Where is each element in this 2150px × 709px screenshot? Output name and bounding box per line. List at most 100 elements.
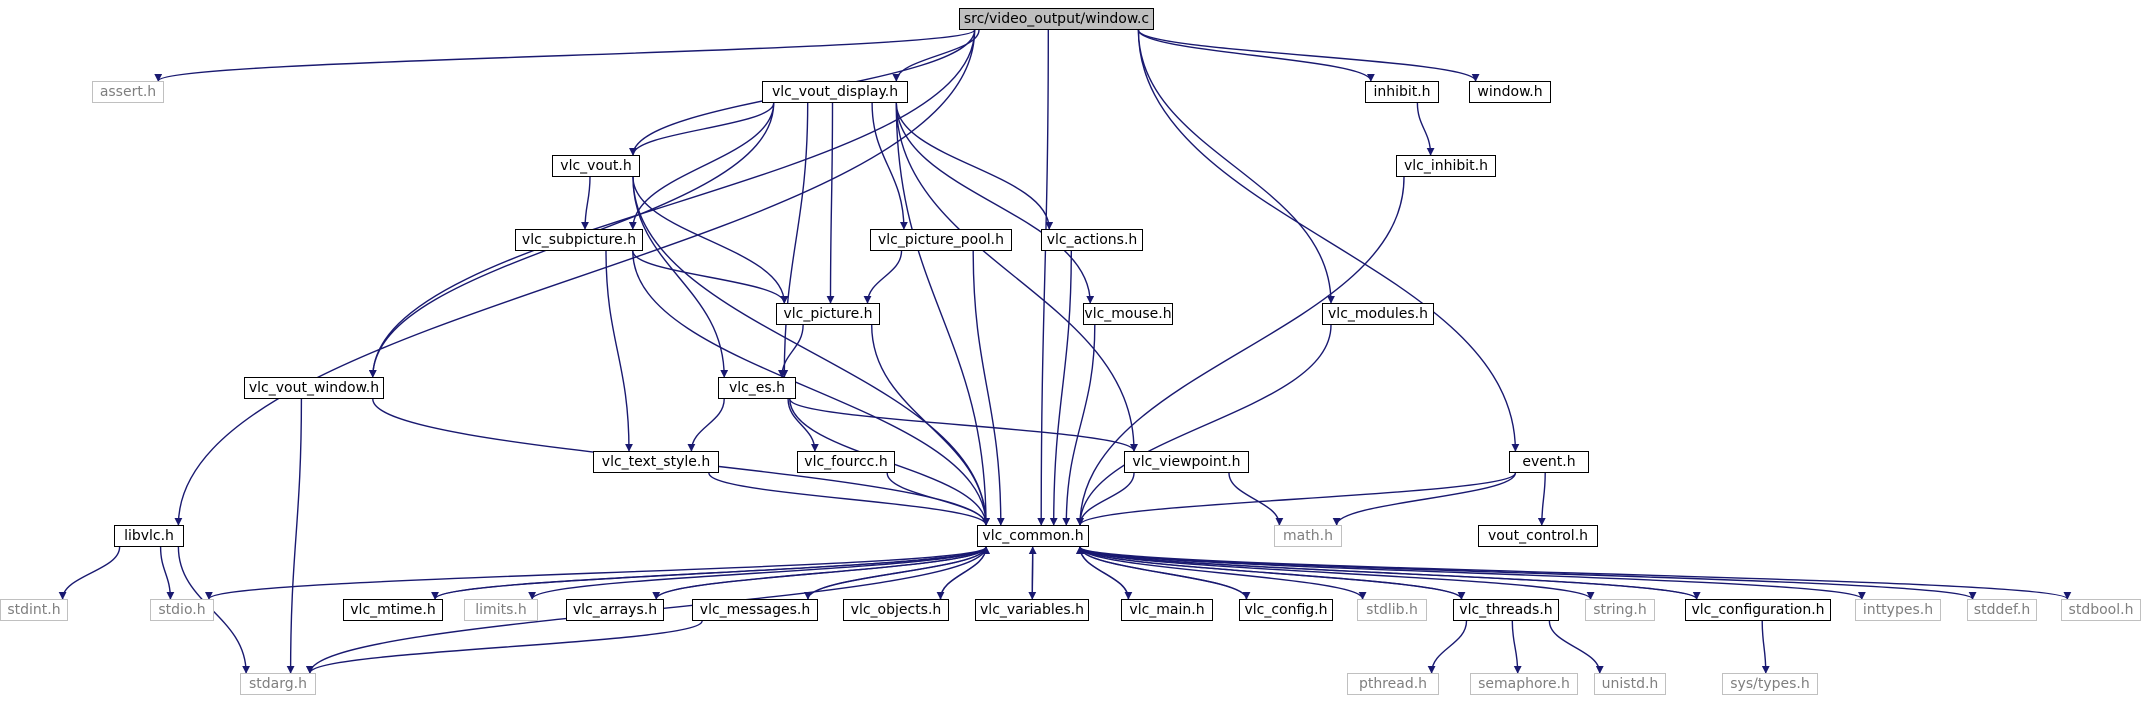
edge-vlc-vout-display-to-vlc-viewpoint [895, 102, 1138, 452]
node-event[interactable]: event.h [1509, 451, 1589, 473]
edge-vlc-configuration-to-vlc-common [1076, 546, 1698, 600]
edge-vlc-es-to-vlc-fourcc [787, 398, 819, 452]
edge-vlc-configuration-to-sys-types [1761, 620, 1770, 674]
edge-vlc-modules-to-vlc-common [1076, 324, 1332, 526]
node-vlc-subpicture[interactable]: vlc_subpicture.h [515, 229, 643, 251]
node-vlc-vout-display[interactable]: vlc_vout_display.h [762, 81, 908, 103]
node-vlc-common[interactable]: vlc_common.h [977, 525, 1089, 547]
edge-vlc-vout-display-to-vlc-common [895, 102, 990, 526]
edge-vlc-messages-to-vlc-common [807, 546, 990, 600]
edge-vlc-subpicture-to-vlc-picture [632, 250, 789, 304]
node-stdint: stdint.h [0, 599, 68, 621]
node-pthread: pthread.h [1347, 673, 1439, 695]
node-vout-control[interactable]: vout_control.h [1478, 525, 1598, 547]
edge-vlc-picture-to-vlc-es [777, 324, 804, 378]
edge-vlc-vout-display-to-vlc-actions [895, 102, 1054, 230]
edge-vlc-arrays-to-vlc-common [655, 546, 990, 600]
dependency-edges [58, 29, 2072, 674]
edge-vlc-subpicture-to-vlc-common [632, 250, 990, 526]
edge-root-to-event [1137, 29, 1520, 452]
edge-vlc-common-to-stdio [205, 546, 987, 600]
edge-root-to-libvlc [174, 29, 976, 526]
edge-vlc-vout-display-to-vlc-picture [826, 102, 835, 304]
node-vlc-messages[interactable]: vlc_messages.h [692, 599, 818, 621]
node-vlc-text-style[interactable]: vlc_text_style.h [593, 451, 719, 473]
node-vlc-main[interactable]: vlc_main.h [1121, 599, 1213, 621]
edge-root-to-inhibit [1137, 29, 1375, 82]
node-vlc-viewpoint[interactable]: vlc_viewpoint.h [1124, 451, 1249, 473]
node-inhibit[interactable]: inhibit.h [1365, 81, 1439, 103]
node-vlc-fourcc[interactable]: vlc_fourcc.h [797, 451, 895, 473]
edge-vlc-threads-to-pthread [1427, 620, 1468, 674]
node-libvlc[interactable]: libvlc.h [114, 525, 184, 547]
node-unistd: unistd.h [1594, 673, 1666, 695]
edge-vlc-common-to-inttypes [1079, 546, 1866, 600]
node-vlc-mouse[interactable]: vlc_mouse.h [1083, 303, 1173, 325]
edge-vlc-common-to-string [1079, 546, 1595, 600]
edge-libvlc-to-stdint [58, 546, 121, 600]
edge-event-to-math [1332, 472, 1517, 526]
node-sys-types: sys/types.h [1722, 673, 1818, 695]
edge-root-to-vlc-vout-window [368, 29, 976, 378]
edge-vlc-actions-to-vlc-common [1049, 250, 1072, 526]
node-root[interactable]: src/video_output/window.c [959, 8, 1154, 30]
edge-vlc-threads-to-semaphore [1511, 620, 1522, 674]
edge-vlc-threads-to-unistd [1548, 620, 1604, 674]
edge-event-to-vout-control [1537, 472, 1546, 526]
node-vlc-variables[interactable]: vlc_variables.h [975, 599, 1089, 621]
edge-vlc-picture-to-vlc-common [871, 324, 990, 526]
node-stddef: stddef.h [1967, 599, 2037, 621]
node-limits: limits.h [464, 599, 538, 621]
node-inttypes: inttypes.h [1855, 599, 1941, 621]
edge-vlc-fourcc-to-vlc-common [886, 472, 990, 526]
edge-vlc-picture-pool-to-vlc-common [972, 250, 1005, 526]
node-vlc-modules[interactable]: vlc_modules.h [1322, 303, 1434, 325]
edge-vlc-vout-to-vlc-es [632, 176, 729, 378]
node-vlc-mtime[interactable]: vlc_mtime.h [343, 599, 443, 621]
node-vlc-vout-window[interactable]: vlc_vout_window.h [244, 377, 384, 399]
node-stdlib: stdlib.h [1357, 599, 1427, 621]
edge-vlc-text-style-to-vlc-common [708, 472, 990, 526]
edge-vlc-messages-to-stdarg [306, 620, 703, 674]
edge-vlc-common-to-stdlib [1079, 546, 1367, 600]
node-vlc-es[interactable]: vlc_es.h [718, 377, 796, 399]
edge-vlc-inhibit-to-vlc-common [1076, 176, 1405, 526]
edge-event-to-vlc-common [1076, 472, 1517, 526]
node-vlc-actions[interactable]: vlc_actions.h [1041, 229, 1143, 251]
edge-vlc-es-to-vlc-text-style [687, 398, 725, 452]
edge-libvlc-to-stdio [159, 546, 175, 600]
edge-vlc-objects-to-vlc-common [939, 546, 990, 600]
edge-vlc-vout-to-vlc-subpicture [581, 176, 591, 230]
edge-vlc-picture-pool-to-vlc-picture [863, 250, 903, 304]
edge-vlc-vout-display-to-vlc-es [780, 102, 809, 378]
edge-vlc-subpicture-to-vlc-text-style [605, 250, 633, 452]
edge-vlc-mtime-to-vlc-common [434, 546, 990, 600]
node-string: string.h [1585, 599, 1655, 621]
node-window[interactable]: window.h [1469, 81, 1551, 103]
edge-vlc-config-to-vlc-common [1076, 546, 1248, 600]
edge-vlc-common-to-stddef [1079, 546, 1977, 600]
node-vlc-arrays[interactable]: vlc_arrays.h [566, 599, 664, 621]
node-vlc-picture-pool[interactable]: vlc_picture_pool.h [870, 229, 1012, 251]
node-vlc-config[interactable]: vlc_config.h [1239, 599, 1333, 621]
node-vlc-configuration[interactable]: vlc_configuration.h [1685, 599, 1831, 621]
edge-root-to-vlc-vout-display [892, 29, 980, 82]
node-vlc-threads[interactable]: vlc_threads.h [1453, 599, 1559, 621]
edge-inhibit-to-vlc-inhibit [1416, 102, 1435, 156]
node-vlc-vout[interactable]: vlc_vout.h [552, 155, 640, 177]
edge-vlc-vout-display-to-vlc-picture-pool [871, 102, 908, 230]
node-vlc-picture[interactable]: vlc_picture.h [776, 303, 880, 325]
node-stdarg: stdarg.h [240, 673, 316, 695]
edge-vlc-threads-to-vlc-common [1076, 546, 1463, 600]
edge-vlc-vout-window-to-stdarg [286, 398, 303, 674]
edge-vlc-vout-display-to-vlc-mouse [895, 102, 1095, 304]
edge-root-to-assert [154, 29, 976, 82]
edge-root-to-vlc-modules [1137, 29, 1335, 304]
node-vlc-objects[interactable]: vlc_objects.h [843, 599, 949, 621]
node-vlc-inhibit[interactable]: vlc_inhibit.h [1396, 155, 1496, 177]
edge-vlc-common-to-limits [528, 546, 987, 600]
edge-vlc-common-to-stdbool [1079, 546, 2072, 600]
node-math: math.h [1274, 525, 1342, 547]
node-semaphore: semaphore.h [1470, 673, 1578, 695]
edge-vlc-vout-to-vlc-picture [632, 176, 789, 304]
